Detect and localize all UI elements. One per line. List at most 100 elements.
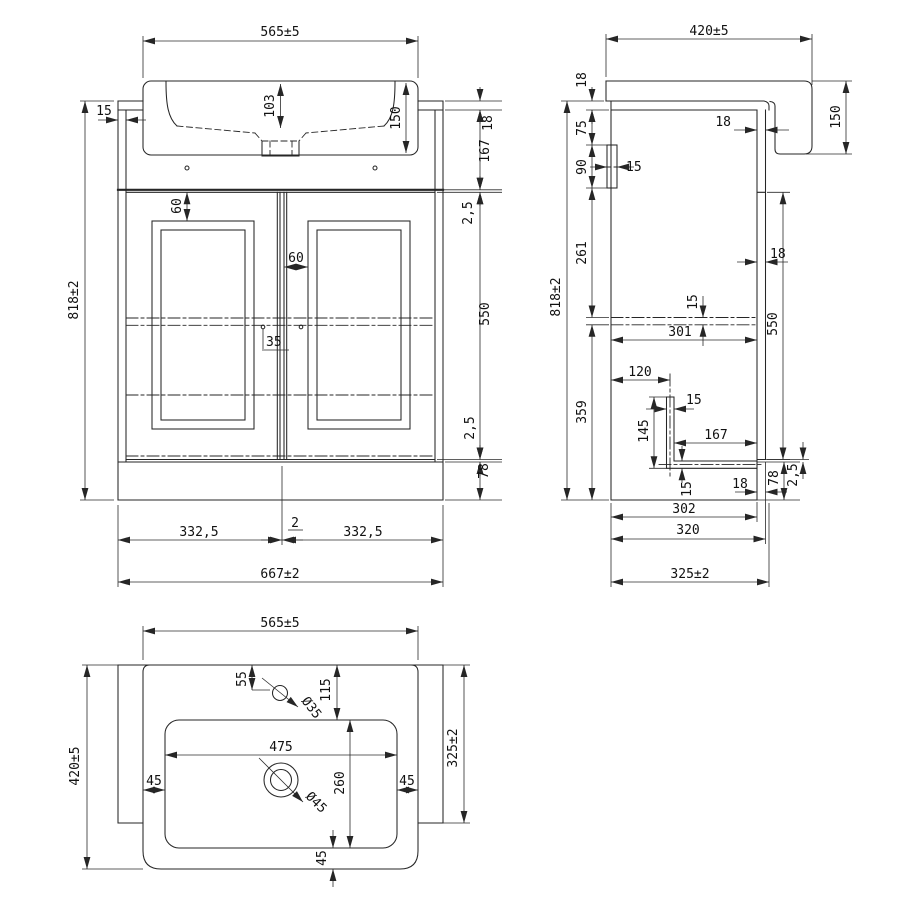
dim-label: 475 xyxy=(269,740,292,755)
basin-hidden-bowl xyxy=(176,125,385,156)
dim-label: 120 xyxy=(628,365,651,380)
dim-side-leg-length: 167 xyxy=(674,428,757,447)
dim-label: 15 xyxy=(626,160,642,175)
dim-side-302: 302 xyxy=(611,502,757,521)
top-view-outline xyxy=(117,664,444,870)
dim-label: 320 xyxy=(676,523,699,538)
dim-top-overall-depth: 420±5 xyxy=(68,664,143,870)
dim-front-handle-offset: 35 xyxy=(262,329,289,351)
fixing-hole-right xyxy=(372,165,378,171)
dim-top-bowl-offset: 115 xyxy=(319,665,341,720)
dim-side-basin-depth: 420±5 xyxy=(605,24,813,85)
dim-label: 18 xyxy=(732,477,748,492)
dim-side-359: 359 xyxy=(575,324,596,500)
dim-label: 103 xyxy=(263,94,278,117)
dim-label: 55 xyxy=(235,671,250,687)
dim-label: 150 xyxy=(829,105,844,128)
dim-label: 332,5 xyxy=(343,525,382,540)
dim-label: 60 xyxy=(170,198,185,214)
dim-label: 78 xyxy=(477,463,492,479)
fixing-hole-left xyxy=(184,165,190,171)
dim-label: 18 xyxy=(575,72,590,88)
dim-front-overall-width: 667±2 xyxy=(118,567,443,586)
dim-label: 2,5 xyxy=(463,416,478,439)
dim-front-door-inset-top: 60 xyxy=(170,192,191,221)
dim-label: 2,5 xyxy=(786,463,801,486)
drain-hole xyxy=(269,768,293,792)
dim-label: 15 xyxy=(96,104,112,119)
dim-front-door-height: 550 xyxy=(476,192,493,460)
dim-side-rail-thickness: 15 xyxy=(590,160,642,175)
dim-label: 325±2 xyxy=(446,728,461,767)
dim-side-overall-height: 818±2 xyxy=(549,101,571,500)
dim-front-basin-width: 565±5 xyxy=(142,25,419,78)
dim-side-door-thickness-mid: 18 xyxy=(737,247,788,266)
dim-label: 78 xyxy=(767,470,782,486)
side-view-outline xyxy=(598,80,813,501)
side-left-extension-lines xyxy=(561,100,609,501)
dim-label: 359 xyxy=(575,400,590,423)
dim-label: 302 xyxy=(672,502,695,517)
front-bottom-extension-lines xyxy=(117,466,444,587)
dim-label: 818±2 xyxy=(67,280,82,319)
dim-front-bowl-depth: 103 xyxy=(263,84,284,128)
front-view-dimensions: 565±5 15 103 150 818±2 18 167 2,5 550 xyxy=(67,25,502,587)
dim-top-worktop-depth: 325±2 xyxy=(443,664,470,824)
bowl-plan xyxy=(164,719,398,849)
dim-front-door-width-left: 332,5 xyxy=(118,525,282,544)
dim-label: 261 xyxy=(575,241,590,264)
dim-front-door-inset-side: 60 xyxy=(284,251,308,271)
dim-label: 115 xyxy=(319,678,334,701)
dim-label: 332,5 xyxy=(179,525,218,540)
drain-recess xyxy=(263,762,299,798)
dim-front-basin-height: 150 xyxy=(389,83,410,153)
dim-label: 15 xyxy=(680,481,695,497)
dim-label: 15 xyxy=(686,294,701,310)
dim-label: 260 xyxy=(333,771,348,794)
dim-side-door-height: 550 xyxy=(766,191,790,460)
front-right-extension-lines xyxy=(437,100,502,501)
dim-label: 2,5 xyxy=(461,201,476,224)
basin-inner-wall xyxy=(165,81,396,127)
dim-label: 45 xyxy=(146,774,162,789)
dim-top-bowl-depth: 260 xyxy=(333,720,354,848)
dim-label: 18 xyxy=(770,247,786,262)
dim-side-worktop-depth: 325±2 xyxy=(611,567,769,586)
dim-top-bowl-width: 475 xyxy=(165,740,397,759)
dim-front-plinth-height: 78 xyxy=(476,462,492,500)
dim-label: 60 xyxy=(288,251,304,266)
dim-front-overall-height: 818±2 xyxy=(67,100,114,501)
dim-side-door-thickness-top: 18 xyxy=(715,115,789,134)
dim-label: 667±2 xyxy=(260,567,299,582)
side-bottom-extension-lines xyxy=(610,462,770,587)
dim-top-tap-offset: 55 xyxy=(235,665,270,691)
dim-label: 150 xyxy=(389,106,404,129)
dim-label: 420±5 xyxy=(68,746,83,785)
dim-front-gap-top: 2,5 xyxy=(461,176,484,225)
dim-label: 565±5 xyxy=(260,616,299,631)
dim-top-basin-width: 565±5 xyxy=(142,616,419,660)
basin-side-profile xyxy=(605,80,813,155)
dim-label: 167 xyxy=(478,139,493,162)
dim-side-320: 320 xyxy=(611,523,766,543)
dim-side-pipe-height: 145 xyxy=(637,396,667,469)
dim-front-door-width-right: 332,5 xyxy=(282,525,443,544)
dim-label: 90 xyxy=(575,159,590,175)
dim-label: 145 xyxy=(637,419,652,442)
dim-front-worktop-thickness: 18 xyxy=(476,87,496,131)
dim-label: 75 xyxy=(575,120,590,136)
top-view-dimensions: 565±5 420±5 325±2 55 115 475 260 45 45 4… xyxy=(68,616,470,887)
basin-plan xyxy=(142,664,419,870)
dim-top-inset-right: 45 xyxy=(397,774,418,794)
dim-label: 420±5 xyxy=(689,24,728,39)
dim-side-261: 261 xyxy=(575,188,596,318)
dim-side-worktop-thickness: 18 xyxy=(575,72,596,124)
worktop-side xyxy=(605,100,770,111)
dim-side-pipe-offset: 120 xyxy=(611,365,670,384)
dim-label: 45 xyxy=(315,850,330,866)
dim-top-tap-diameter: Ø35 xyxy=(261,677,324,722)
dim-label: 35 xyxy=(266,335,282,350)
side-view-dimensions: 420±5 18 75 90 15 261 818±2 359 15 301 xyxy=(549,24,852,587)
